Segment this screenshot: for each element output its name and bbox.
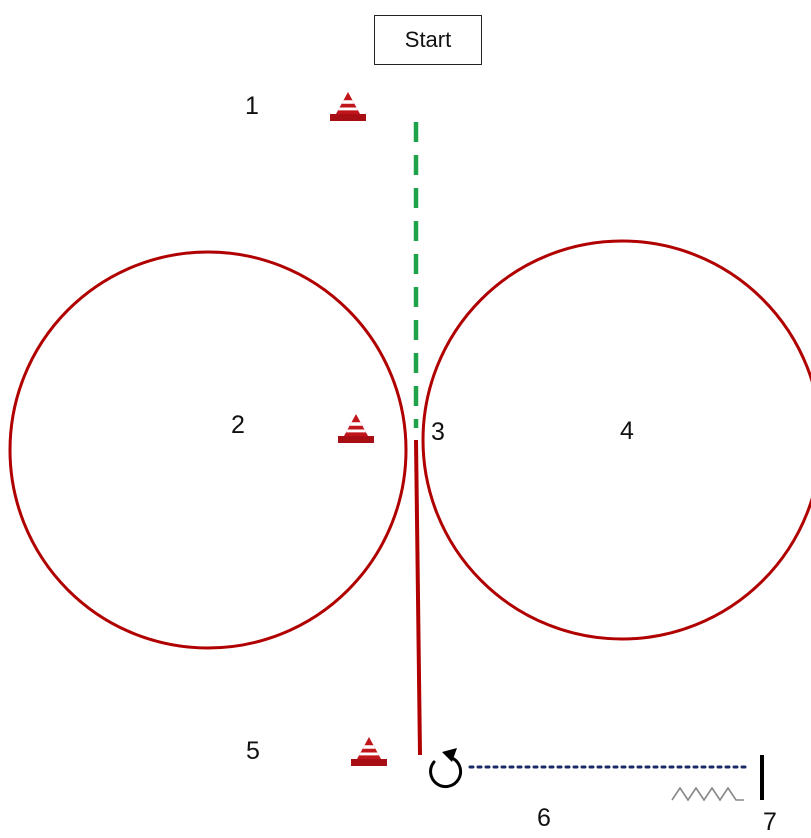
point-label-1: 1 bbox=[245, 92, 259, 120]
spring-icon bbox=[671, 786, 744, 802]
point-label-7: 7 bbox=[763, 808, 777, 836]
cone-icon-1 bbox=[330, 92, 366, 121]
cone-icon-5 bbox=[351, 737, 387, 766]
rotate-arrow-icon bbox=[429, 748, 462, 789]
start-box: Start bbox=[374, 15, 482, 65]
point-label-2: 2 bbox=[231, 411, 245, 439]
point-label-6: 6 bbox=[537, 804, 551, 832]
exit-path-line bbox=[414, 439, 422, 756]
right-circle-path bbox=[421, 239, 811, 641]
point-label-3: 3 bbox=[431, 418, 445, 446]
left-circle-path bbox=[8, 250, 408, 650]
point-label-4: 4 bbox=[620, 417, 634, 445]
cone-icon-2 bbox=[338, 414, 374, 443]
point-label-5: 5 bbox=[246, 737, 260, 765]
